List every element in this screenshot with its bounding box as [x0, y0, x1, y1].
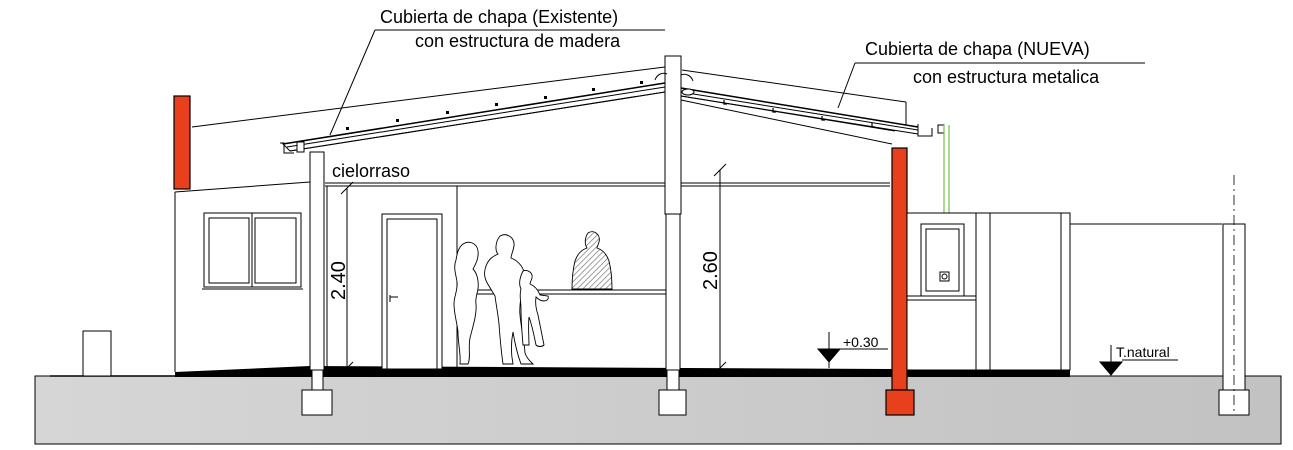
existing-roof-purlins	[346, 81, 643, 130]
leader-lines	[325, 29, 1145, 184]
level-ground-label: T.natural	[1116, 344, 1170, 360]
new-roof	[654, 72, 945, 145]
vent-pipe	[943, 125, 950, 213]
ground	[34, 366, 1282, 445]
right-annex	[906, 212, 1222, 371]
dimension-right	[713, 163, 727, 375]
column-right-new	[885, 147, 915, 416]
new-roof-label-1: Cubierta de chapa (NUEVA)	[865, 39, 1090, 59]
new-roof-purlins	[723, 100, 875, 128]
small-box-left	[82, 330, 112, 377]
people-silhouettes	[453, 231, 613, 365]
level-floor-label: +0.30	[843, 334, 879, 350]
level-marker-floor	[816, 332, 888, 368]
existing-building	[174, 66, 907, 372]
height-left-label: 2.40	[328, 261, 350, 300]
column-left	[301, 151, 333, 416]
existing-roof-label-2: con estructura de madera	[415, 31, 621, 51]
existing-roof-label-1: Cubierta de chapa (Existente)	[380, 7, 618, 27]
level-marker-ground	[1098, 345, 1178, 376]
chimney-new	[173, 95, 191, 190]
new-roof-label-2: con estructura metalica	[913, 67, 1100, 87]
ceiling-label: cielorraso	[332, 161, 410, 181]
height-right-label: 2.60	[700, 251, 722, 290]
dimension-left	[340, 181, 354, 375]
column-center	[658, 55, 687, 416]
existing-roof	[280, 82, 666, 154]
column-far-right	[1218, 175, 1250, 416]
